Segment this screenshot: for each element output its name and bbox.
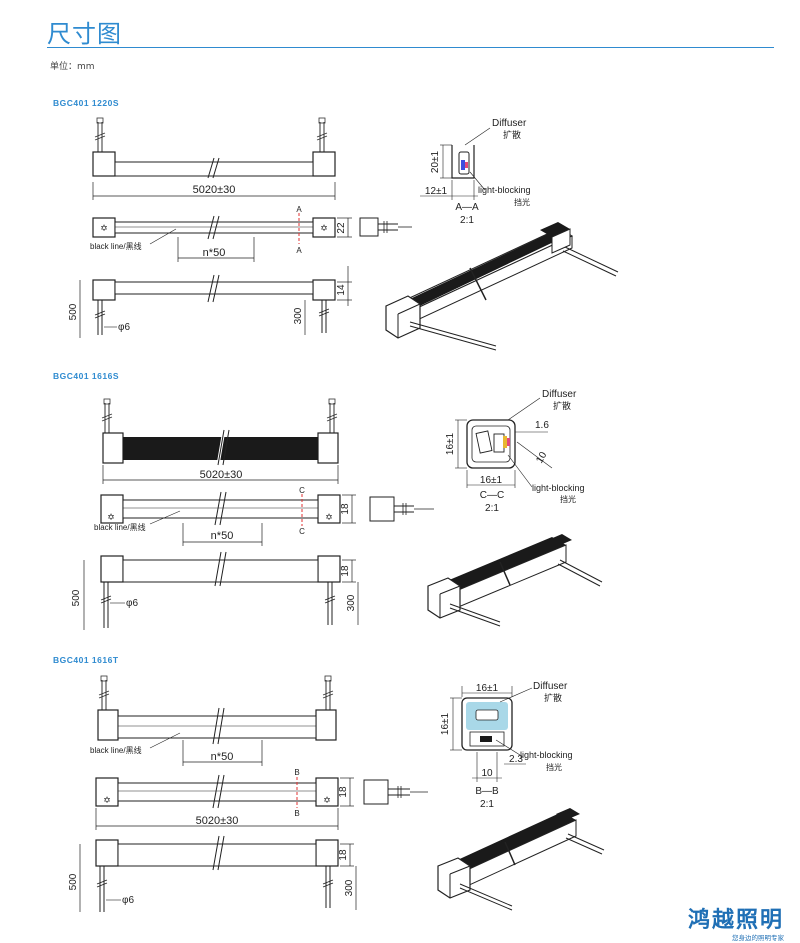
s3-marker-bottom: B — [294, 809, 299, 818]
s3-cs-blocking-cn: 挡光 — [546, 762, 562, 772]
s3-top-view: ✡ ✡ B B 18 5020±30 — [95, 768, 428, 830]
s2-marker-bottom: C — [299, 527, 305, 536]
s2-cross-section: 16±1 16±1 1.6 10 Diffuser 扩散 light-block… — [445, 389, 585, 514]
s3-marker-top: B — [294, 768, 299, 777]
s1-marker-bottom: A — [296, 246, 302, 255]
brand-slogan: 您身边的照明专家 — [732, 934, 784, 942]
brand-block: 鸿越照明 您身边的照明专家 — [687, 908, 784, 943]
s2-wire-label: black line/黑线 — [94, 522, 146, 532]
s3-lead-left: 500 — [68, 873, 79, 890]
s1-wire-label: black line/黑线 — [90, 241, 142, 251]
s2-cs-width: 16±1 — [480, 475, 503, 486]
svg-text:✡: ✡ — [107, 512, 115, 522]
svg-text:✡: ✡ — [103, 795, 111, 805]
s1-cs-width: 12±1 — [425, 186, 448, 197]
s2-front-view: 5020±30 — [101, 398, 339, 484]
s2-cs-diffuser-cn: 扩散 — [553, 400, 571, 411]
title-divider — [47, 47, 774, 48]
section-3-drawings: n*50 black line/黑线 ✡ ✡ B B 18 5020±30 — [68, 675, 605, 912]
s1-lead-right: 300 — [293, 307, 304, 324]
section-1-drawings: 5020±30 ✡ ✡ A A 22 n*50 black line/黑线 — [68, 117, 619, 351]
s1-cs-diffuser-cn: 扩散 — [503, 129, 521, 140]
s1-cross-section: 20±1 12±1 Diffuser 扩散 light-blocking 挡光 … — [420, 118, 531, 226]
section-3-model: BGC401 1616T — [53, 655, 119, 665]
s1-pitch-label: n*50 — [203, 247, 226, 259]
s2-cs-scale: 2:1 — [485, 503, 499, 514]
s3-lead-right: 300 — [344, 879, 355, 896]
s3-cross-section: 16±1 16±1 10 2.3 Diffuser 扩散 light-block… — [440, 681, 573, 810]
s2-cs-top: 1.6 — [535, 420, 549, 431]
s3-cs-blocking-diffuser-cn: 扩散 — [544, 692, 562, 703]
s2-lead-left: 500 — [71, 589, 82, 606]
s2-top-view: ✡ ✡ C C 18 n*50 black line/黑线 — [94, 486, 434, 546]
s1-front-view: 5020±30 — [92, 117, 336, 200]
s3-cs-scale: 2:1 — [480, 799, 494, 810]
s2-cs-blocking-cn: 挡光 — [560, 494, 576, 504]
svg-text:✡: ✡ — [325, 512, 333, 522]
s3-cs-title: B—B — [475, 786, 499, 797]
s2-height-top: 18 — [340, 503, 351, 515]
s2-height-bottom: 18 — [340, 565, 351, 577]
s1-wire-diameter: φ6 — [118, 322, 130, 333]
s3-height-bottom: 18 — [338, 849, 349, 861]
page-title: 尺寸图 — [47, 20, 122, 48]
s1-height-top: 22 — [336, 222, 347, 234]
s3-pitch-label: n*50 — [211, 751, 234, 763]
s2-cs-blocking: light-blocking — [532, 483, 585, 493]
s3-cs-width: 16±1 — [476, 683, 499, 694]
s2-wire-diameter: φ6 — [126, 598, 138, 609]
s1-cs-height: 20±1 — [430, 150, 441, 173]
svg-text:✡: ✡ — [323, 795, 331, 805]
s1-cs-scale: 2:1 — [460, 215, 474, 226]
s3-cs-diffuser: Diffuser — [533, 681, 568, 692]
s3-cs-bottom: 10 — [481, 768, 493, 779]
unit-label: 单位：mm — [50, 62, 95, 72]
s1-cs-blocking-cn: 挡光 — [514, 197, 530, 207]
s2-pitch-label: n*50 — [211, 530, 234, 542]
s1-cs-blocking: light-blocking — [478, 185, 531, 195]
section-2-model: BGC401 1616S — [53, 371, 120, 381]
section-1-model: BGC401 1220S — [53, 98, 120, 108]
s3-wire-label: black line/黑线 — [90, 745, 142, 755]
s1-isometric-view — [385, 222, 619, 351]
s1-cs-title: A—A — [455, 202, 479, 213]
s2-lead-right: 300 — [346, 594, 357, 611]
s2-marker-top: C — [299, 486, 305, 495]
s3-cs-side: 2.3 — [509, 754, 523, 765]
s3-height-top: 18 — [338, 786, 349, 798]
s2-isometric-view — [427, 534, 603, 627]
s1-top-view: ✡ ✡ A A 22 n*50 black line/黑线 — [90, 205, 412, 262]
s2-cs-side: 10 — [534, 450, 549, 466]
section-2-drawings: 5020±30 ✡ ✡ C C 18 n*50 black line/黑线 — [71, 389, 603, 630]
s1-side-view: 500 300 14 φ6 — [68, 266, 352, 338]
brand-logo: 鸿越照明 — [687, 908, 784, 933]
s3-isometric-view — [437, 808, 605, 911]
s3-cs-blocking: light-blocking — [520, 750, 573, 760]
s1-length-label: 5020±30 — [193, 184, 236, 196]
s1-cs-diffuser: Diffuser — [492, 118, 527, 129]
s3-front-view: n*50 black line/黑线 — [90, 675, 337, 766]
s2-length-label: 5020±30 — [200, 469, 243, 481]
s3-length-label: 5020±30 — [196, 815, 239, 827]
s2-side-view: 500 300 18 φ6 — [71, 551, 359, 630]
s1-height-bottom: 14 — [336, 284, 347, 296]
s1-marker-top: A — [296, 205, 302, 214]
s2-cs-title: C—C — [480, 490, 504, 501]
s3-cs-height: 16±1 — [440, 712, 451, 735]
svg-text:✡: ✡ — [100, 223, 108, 233]
s3-wire-diameter: φ6 — [122, 895, 134, 906]
s2-cs-height: 16±1 — [445, 432, 456, 455]
svg-text:✡: ✡ — [320, 223, 328, 233]
s2-cs-diffuser: Diffuser — [542, 389, 577, 400]
s3-side-view: 500 300 18 φ6 — [68, 835, 357, 912]
s1-lead-left: 500 — [68, 303, 79, 320]
